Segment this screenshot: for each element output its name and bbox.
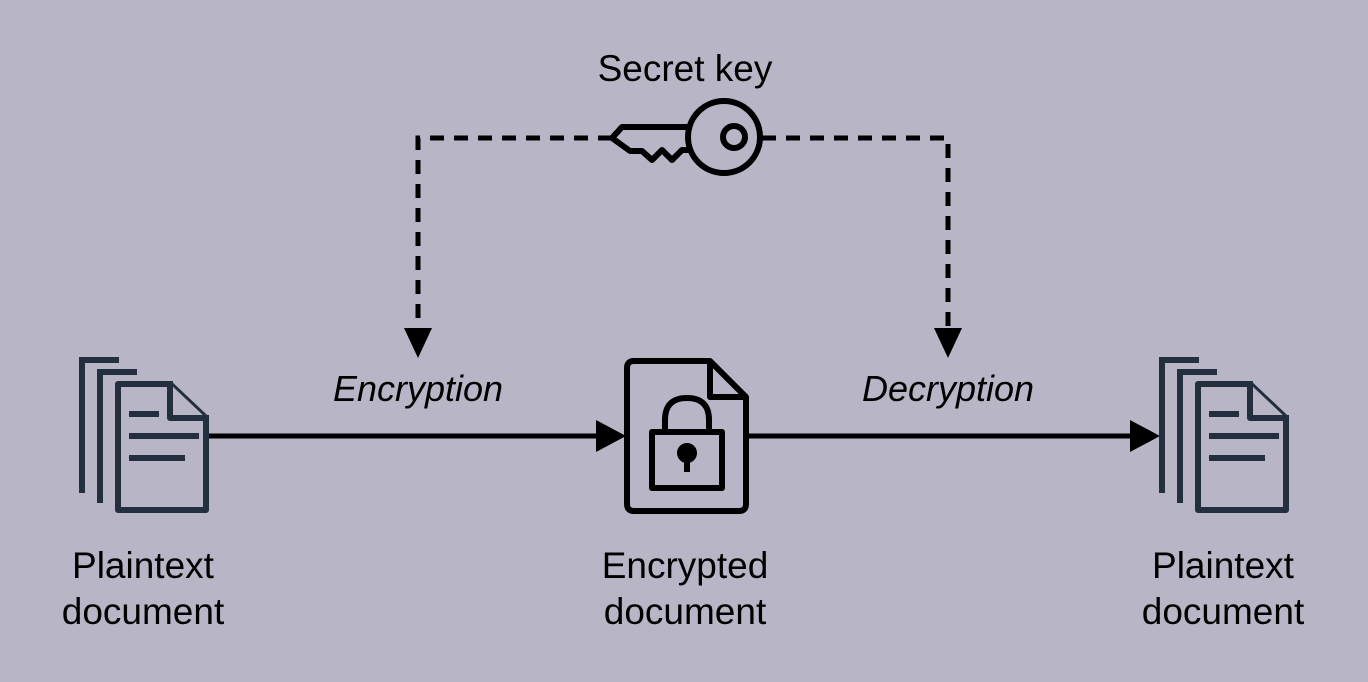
locked-document-icon — [624, 358, 749, 514]
encryption-arrowhead — [596, 420, 626, 452]
source-document-caption: Plaintext document — [33, 543, 253, 635]
key-icon — [609, 98, 763, 176]
source-caption-line1: Plaintext — [72, 545, 214, 586]
target-caption-line2: document — [1141, 591, 1305, 632]
secret-key-label: Secret key — [597, 48, 773, 89]
encryption-label: Encryption — [332, 368, 504, 409]
target-document-caption: Plaintext document — [1113, 543, 1333, 635]
decryption-arrowhead — [1130, 420, 1160, 452]
source-document-stack-icon — [82, 360, 206, 510]
encrypted-caption-line1: Encrypted — [601, 545, 769, 586]
target-caption-line1: Plaintext — [1152, 545, 1294, 586]
key-to-encryption-dashed-line — [415, 135, 612, 330]
decryption-key-arrowhead — [934, 328, 962, 358]
encryption-key-arrowhead — [404, 328, 432, 358]
target-document-stack-icon — [1162, 360, 1286, 510]
decryption-label: Decryption — [861, 368, 1035, 409]
encrypted-caption-line2: document — [603, 591, 767, 632]
key-to-decryption-dashed-line — [762, 135, 951, 330]
source-caption-line2: document — [61, 591, 225, 632]
encrypted-document-caption: Encrypted document — [570, 543, 800, 635]
